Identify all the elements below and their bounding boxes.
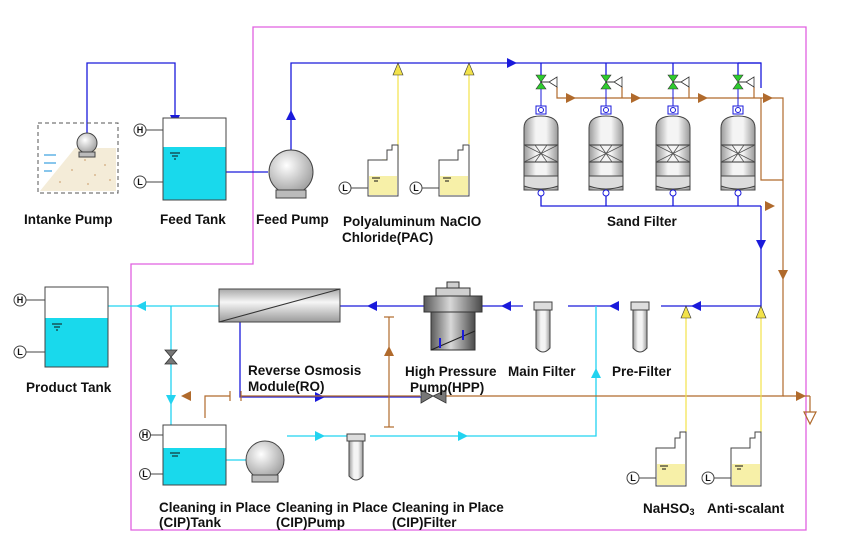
label-nahso3: NaHSO3 (643, 501, 695, 517)
level-high-mark: H (137, 125, 144, 135)
label-feed-tank: Feed Tank (160, 212, 226, 227)
label-product-tank: Product Tank (26, 380, 112, 395)
sand-filter-3 (655, 74, 691, 197)
sand-filter-4 (720, 74, 756, 197)
label-pac-line2: Chloride(PAC) (342, 230, 433, 245)
label-main-filter: Main Filter (508, 364, 576, 379)
level-high-mark: H (17, 295, 24, 305)
label-intake-pump: Intanke Pump (24, 212, 113, 227)
permeate-arrows (136, 301, 601, 441)
pipe-breaks (229, 316, 394, 428)
level-low-mark: L (142, 469, 148, 479)
level-low-mark: L (705, 473, 711, 483)
label-cip-tank-line1: Cleaning in Place (159, 500, 271, 515)
intake-pump (37, 122, 119, 194)
anti-scalant-dosing-tank: L (701, 431, 762, 487)
label-cip-pump-line1: Cleaning in Place (276, 500, 388, 515)
concentrate-arrows (181, 93, 806, 401)
label-pre-filter: Pre-Filter (612, 364, 672, 379)
label-anti-scalant: Anti-scalant (707, 501, 785, 516)
pre-filter (630, 301, 650, 353)
chemical-arrows (392, 62, 767, 319)
label-sand-filter: Sand Filter (607, 214, 678, 229)
label-pac-line1: Polyaluminum (343, 214, 435, 229)
level-low-mark: L (17, 347, 23, 357)
label-hpp-line1: High Pressure (405, 364, 497, 379)
label-cip-pump-line2: (CIP)Pump (276, 515, 345, 530)
cip-filter (346, 433, 366, 481)
pac-dosing-tank: L (338, 144, 399, 197)
level-low-mark: L (137, 177, 143, 187)
sand-filter-2 (588, 74, 624, 197)
label-hpp-line2: Pump(HPP) (410, 380, 484, 395)
gate-valve (164, 349, 447, 404)
label-ro-line1: Reverse Osmosis (248, 363, 361, 378)
label-ro-line2: Module(RO) (248, 379, 325, 394)
system-boundary (130, 26, 807, 531)
label-naclo: NaClO (440, 214, 481, 229)
drain-icon (803, 396, 817, 426)
reverse-osmosis-module (218, 288, 341, 323)
high-pressure-pump (423, 281, 483, 351)
label-cip-filter-line2: (CIP)Filter (392, 515, 457, 530)
cip-pump (245, 440, 285, 483)
raw-water-lines (86, 62, 762, 398)
feed-pump (268, 149, 314, 199)
nahso3-dosing-tank: L (626, 431, 687, 487)
product-tank: H L (13, 286, 109, 368)
level-low-mark: L (630, 473, 636, 483)
feed-tank: H L (133, 117, 227, 201)
label-cip-tank-line2: (CIP)Tank (159, 515, 221, 530)
main-filter (533, 301, 553, 353)
label-feed-pump: Feed Pump (256, 212, 329, 227)
label-cip-filter-line1: Cleaning in Place (392, 500, 504, 515)
naclo-dosing-tank: L (409, 144, 470, 197)
level-low-mark: L (342, 183, 348, 193)
cip-tank: H L (139, 424, 227, 486)
diagram-labels: Intanke Pump Feed Tank Feed Pump Polyalu… (24, 212, 785, 530)
permeate-lines (108, 305, 597, 461)
sand-filter-1 (523, 74, 559, 197)
level-low-mark: L (413, 183, 419, 193)
level-high-mark: H (142, 430, 149, 440)
